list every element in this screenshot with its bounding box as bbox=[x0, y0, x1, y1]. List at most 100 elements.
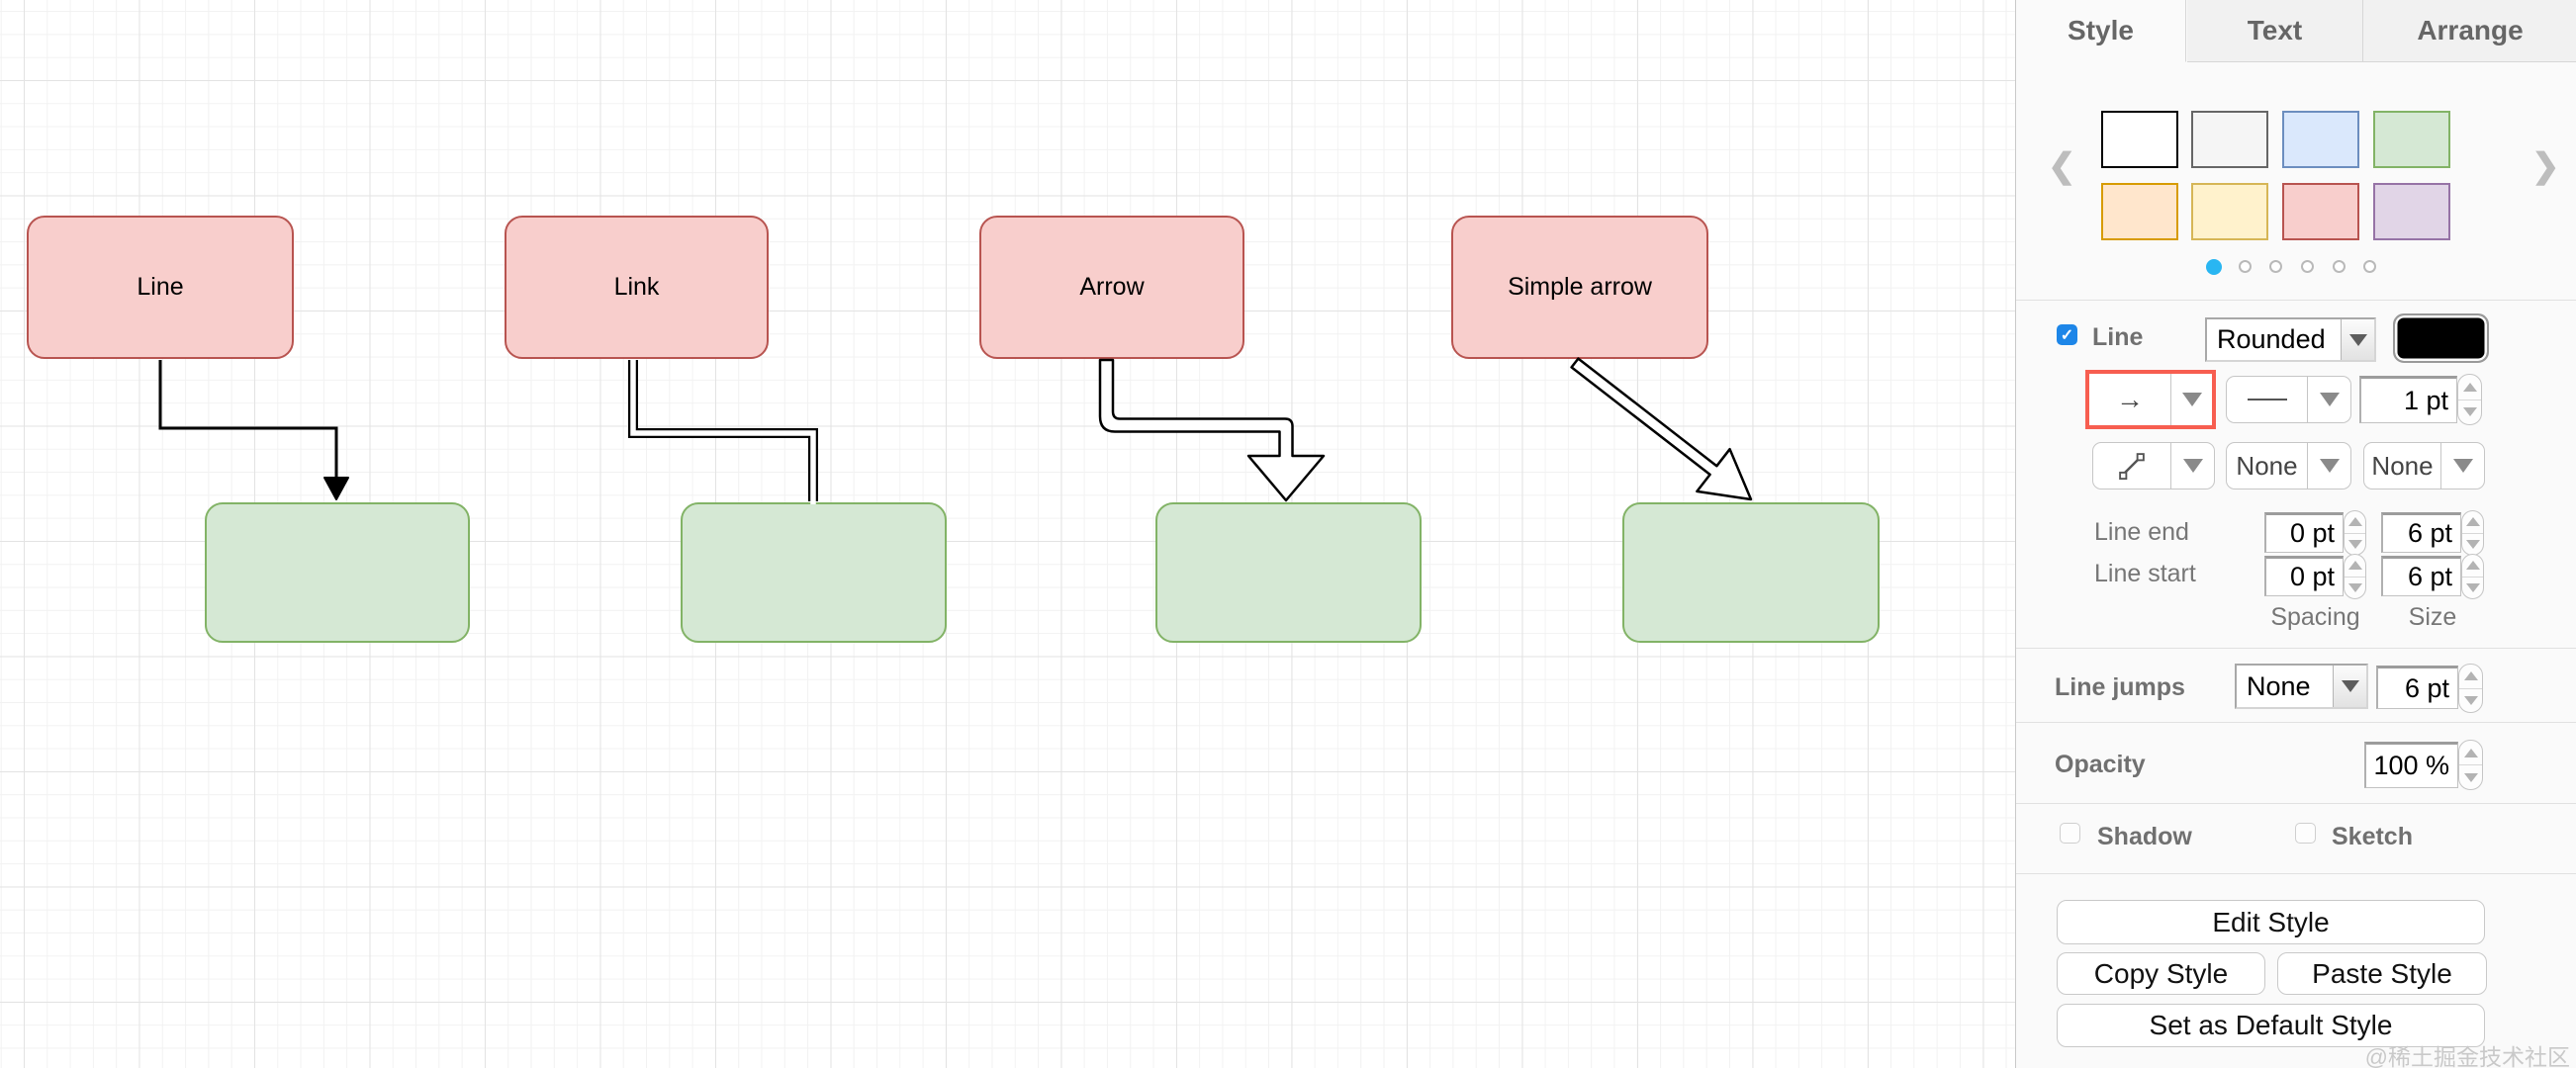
target-shape-3[interactable] bbox=[1155, 502, 1422, 643]
stepper-down-icon[interactable] bbox=[2345, 534, 2365, 556]
line-end-label: Line end bbox=[2094, 518, 2189, 546]
diagram-canvas[interactable]: Line Link Arrow Simple arrow bbox=[0, 0, 2015, 1068]
line-start-size-input[interactable]: 6 pt bbox=[2381, 556, 2461, 596]
style-swatch-purple[interactable] bbox=[2373, 183, 2450, 240]
line-style-combo[interactable] bbox=[2226, 376, 2351, 423]
dropdown-arrow-icon bbox=[2170, 374, 2212, 425]
line-jumps-size-stepper[interactable] bbox=[2458, 664, 2483, 713]
line-color-button[interactable] bbox=[2393, 313, 2489, 363]
carousel-dot-4[interactable] bbox=[2301, 260, 2314, 273]
opacity-label: Opacity bbox=[2055, 751, 2146, 778]
style-swatch-white[interactable] bbox=[2101, 111, 2178, 168]
stepper-up-icon[interactable] bbox=[2345, 555, 2365, 578]
connector-simple-arrow[interactable] bbox=[1570, 357, 1753, 501]
watermark: @稀土掘金技术社区 bbox=[2364, 1044, 2570, 1068]
target-shape-4[interactable] bbox=[1622, 502, 1880, 643]
shape-link[interactable]: Link bbox=[505, 216, 769, 359]
opacity-input[interactable]: 100 % bbox=[2364, 742, 2458, 788]
connector-line[interactable] bbox=[158, 360, 349, 500]
shape-line[interactable]: Line bbox=[27, 216, 294, 359]
connector-link[interactable] bbox=[628, 360, 818, 504]
connector-end-combo[interactable]: None bbox=[2363, 442, 2485, 490]
stepper-down-icon[interactable] bbox=[2459, 765, 2482, 789]
paste-style-button[interactable]: Paste Style bbox=[2277, 952, 2487, 995]
arrow-right-icon: → bbox=[2116, 384, 2144, 414]
sketch-label: Sketch bbox=[2332, 823, 2413, 850]
dropdown-arrow-icon bbox=[2170, 443, 2214, 489]
stepper-up-icon[interactable] bbox=[2459, 665, 2482, 689]
shape-label: Arrow bbox=[1079, 273, 1145, 301]
carousel-right-icon[interactable]: ❯ bbox=[2531, 147, 2560, 185]
line-end-spacing-input[interactable]: 0 pt bbox=[2264, 512, 2344, 553]
line-jumps-select[interactable]: None bbox=[2235, 664, 2368, 709]
line-start-spacing-stepper[interactable] bbox=[2344, 554, 2366, 599]
line-checkbox[interactable]: ✓ bbox=[2057, 324, 2077, 345]
stepper-up-icon[interactable] bbox=[2459, 741, 2482, 765]
copy-style-button[interactable]: Copy Style bbox=[2057, 952, 2265, 995]
style-swatch-yellow[interactable] bbox=[2191, 183, 2268, 240]
arrow-style-combo-selected[interactable]: → bbox=[2085, 370, 2216, 429]
dropdown-arrow-icon bbox=[2307, 443, 2350, 489]
line-start-label: Line start bbox=[2094, 560, 2196, 587]
style-swatch-green[interactable] bbox=[2373, 111, 2450, 168]
check-icon: ✓ bbox=[2060, 326, 2074, 344]
set-default-style-button[interactable]: Set as Default Style bbox=[2057, 1004, 2485, 1047]
line-width-stepper[interactable] bbox=[2457, 374, 2482, 425]
stepper-up-icon[interactable] bbox=[2458, 375, 2481, 400]
opacity-stepper[interactable] bbox=[2458, 740, 2483, 790]
target-shape-1[interactable] bbox=[205, 502, 470, 643]
target-shape-2[interactable] bbox=[681, 502, 947, 643]
size-column-label: Size bbox=[2408, 603, 2457, 631]
shape-label: Link bbox=[613, 273, 660, 301]
spacing-column-label: Spacing bbox=[2270, 603, 2360, 631]
stepper-up-icon[interactable] bbox=[2345, 511, 2365, 534]
shape-simple-arrow[interactable]: Simple arrow bbox=[1451, 216, 1708, 359]
edit-style-button[interactable]: Edit Style bbox=[2057, 900, 2485, 944]
carousel-dot-3[interactable] bbox=[2269, 260, 2282, 273]
shape-arrow[interactable]: Arrow bbox=[979, 216, 1244, 359]
carousel-left-icon[interactable]: ❮ bbox=[2048, 147, 2076, 185]
carousel-dot-6[interactable] bbox=[2363, 260, 2376, 273]
line-end-size-input[interactable]: 6 pt bbox=[2381, 512, 2461, 553]
line-width-input[interactable]: 1 pt bbox=[2359, 376, 2457, 423]
line-corner-style-select[interactable]: Rounded bbox=[2205, 317, 2376, 362]
line-start-spacing-input[interactable]: 0 pt bbox=[2264, 556, 2344, 596]
carousel-dot-1[interactable] bbox=[2206, 259, 2222, 275]
carousel-dot-2[interactable] bbox=[2239, 260, 2252, 273]
tab-arrange[interactable]: Arrange bbox=[2363, 0, 2576, 62]
style-swatch-orange[interactable] bbox=[2101, 183, 2178, 240]
stepper-up-icon[interactable] bbox=[2462, 555, 2483, 578]
sketch-checkbox[interactable] bbox=[2295, 823, 2316, 844]
stepper-down-icon[interactable] bbox=[2345, 578, 2365, 599]
stepper-down-icon[interactable] bbox=[2458, 400, 2481, 425]
dropdown-arrow-icon bbox=[2440, 443, 2484, 489]
carousel-dot-5[interactable] bbox=[2333, 260, 2346, 273]
shape-label: Simple arrow bbox=[1508, 273, 1652, 301]
stepper-down-icon[interactable] bbox=[2459, 689, 2482, 713]
style-swatch-gray[interactable] bbox=[2191, 111, 2268, 168]
style-swatch-blue[interactable] bbox=[2282, 111, 2359, 168]
tab-text[interactable]: Text bbox=[2187, 0, 2363, 62]
connector-start-combo[interactable]: None bbox=[2226, 442, 2351, 490]
line-jumps-size-input[interactable]: 6 pt bbox=[2376, 666, 2458, 709]
dropdown-arrow-icon bbox=[2341, 319, 2374, 360]
solid-line-icon bbox=[2227, 377, 2307, 422]
shape-label: Line bbox=[137, 273, 184, 301]
waypoints-icon bbox=[2093, 443, 2170, 489]
waypoints-combo[interactable] bbox=[2092, 442, 2215, 490]
tab-style[interactable]: Style bbox=[2016, 0, 2186, 62]
stepper-down-icon[interactable] bbox=[2462, 578, 2483, 599]
format-panel: Style Text Arrange ❮ ❯ ✓ Line Roun bbox=[2015, 0, 2576, 1068]
line-end-size-stepper[interactable] bbox=[2461, 510, 2484, 556]
dropdown-arrow-icon bbox=[2307, 377, 2350, 422]
connector-block-arrow[interactable] bbox=[1098, 358, 1326, 502]
line-jumps-label: Line jumps bbox=[2055, 673, 2185, 701]
line-start-size-stepper[interactable] bbox=[2461, 554, 2484, 599]
shadow-label: Shadow bbox=[2097, 823, 2192, 850]
stepper-down-icon[interactable] bbox=[2462, 534, 2483, 556]
stepper-up-icon[interactable] bbox=[2462, 511, 2483, 534]
shadow-checkbox[interactable] bbox=[2060, 823, 2080, 844]
line-end-spacing-stepper[interactable] bbox=[2344, 510, 2366, 556]
style-swatch-red[interactable] bbox=[2282, 183, 2359, 240]
